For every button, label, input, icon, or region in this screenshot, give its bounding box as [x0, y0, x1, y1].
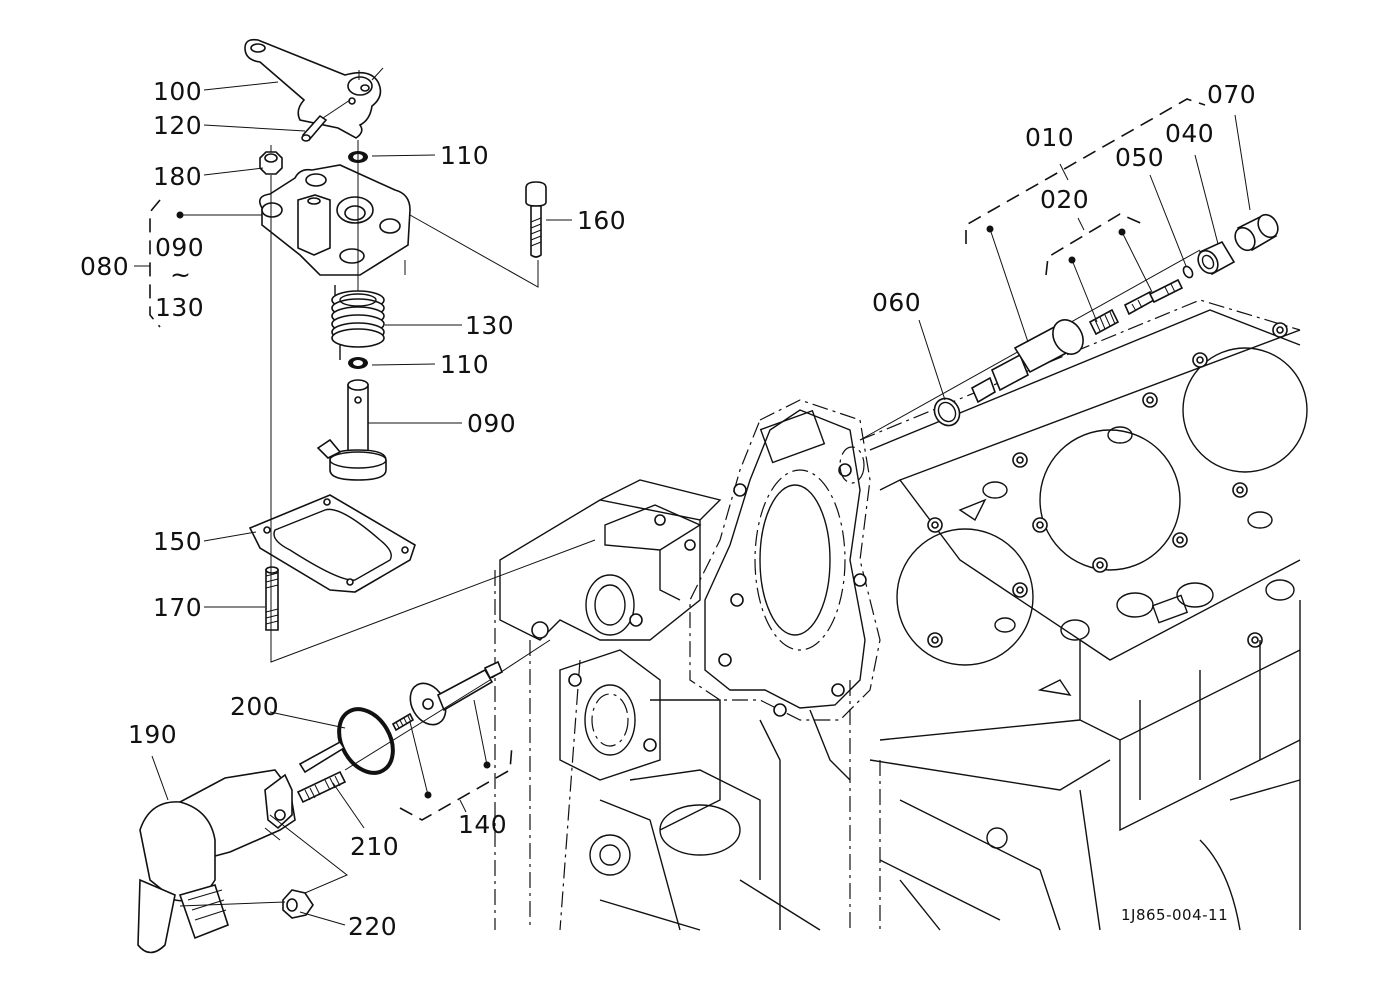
callout-140: 140	[458, 810, 507, 839]
lever-part-100	[244, 38, 382, 139]
nut-part-040	[1197, 240, 1236, 276]
spring-part-130	[331, 285, 385, 360]
callout-080-range-from: 090	[155, 233, 204, 262]
gasket-part-150	[248, 494, 416, 593]
nut-part-220	[282, 889, 314, 919]
callout-160: 160	[577, 206, 626, 235]
stud-part-210	[296, 770, 347, 804]
callout-labels: 100 120 110 180 160 080 090 ~ 130 130 11…	[80, 77, 1256, 941]
valve-body-part-010	[970, 319, 1084, 404]
oring-part-050	[1182, 265, 1194, 279]
callout-200: 200	[230, 692, 279, 721]
shaft-part-140	[409, 660, 504, 726]
bracket-140	[399, 744, 513, 821]
callout-070: 070	[1207, 80, 1256, 109]
engine-block	[494, 299, 1308, 931]
bracket-010	[965, 98, 1206, 244]
solenoid-part-190	[137, 740, 346, 954]
callout-120: 120	[153, 111, 202, 140]
seal-part-060	[933, 397, 961, 427]
callout-080: 080	[80, 252, 129, 281]
callout-090: 090	[467, 409, 516, 438]
callout-190: 190	[128, 720, 177, 749]
cylinder-bore	[1039, 429, 1181, 571]
callout-220: 220	[348, 912, 397, 941]
solenoid-assembly	[137, 639, 551, 954]
callout-170: 170	[153, 593, 202, 622]
callout-110-lower: 110	[440, 350, 489, 379]
callout-080-range-to: 130	[155, 293, 204, 322]
callout-060: 060	[872, 288, 921, 317]
stud-part-170	[265, 566, 279, 631]
callout-050: 050	[1115, 143, 1164, 172]
callout-110-upper: 110	[440, 141, 489, 170]
callout-040: 040	[1165, 119, 1214, 148]
callout-210: 210	[350, 832, 399, 861]
callout-130: 130	[465, 311, 514, 340]
injection-parts	[859, 98, 1279, 441]
bracket-080	[149, 199, 161, 328]
callout-020: 020	[1040, 185, 1089, 214]
callout-180: 180	[153, 162, 202, 191]
bolt-part-160	[525, 181, 547, 207]
leader-lines	[134, 81, 572, 926]
governor-lever-assembly	[244, 38, 596, 663]
spring-part-020	[1088, 308, 1120, 336]
oring-part-200	[337, 707, 395, 775]
callout-150: 150	[153, 527, 202, 556]
cylinder-bore	[1182, 347, 1308, 473]
shaft-part-090	[316, 379, 387, 481]
cap-part-070	[1234, 213, 1279, 252]
plunger-part	[1123, 278, 1184, 316]
callout-080-range-sep: ~	[170, 260, 191, 289]
bracket-020	[1045, 213, 1146, 276]
callout-100: 100	[153, 77, 202, 106]
callout-010: 010	[1025, 123, 1074, 152]
cylinder-bore	[896, 528, 1034, 666]
drawing-code: 1J865-004-11	[1121, 906, 1228, 924]
